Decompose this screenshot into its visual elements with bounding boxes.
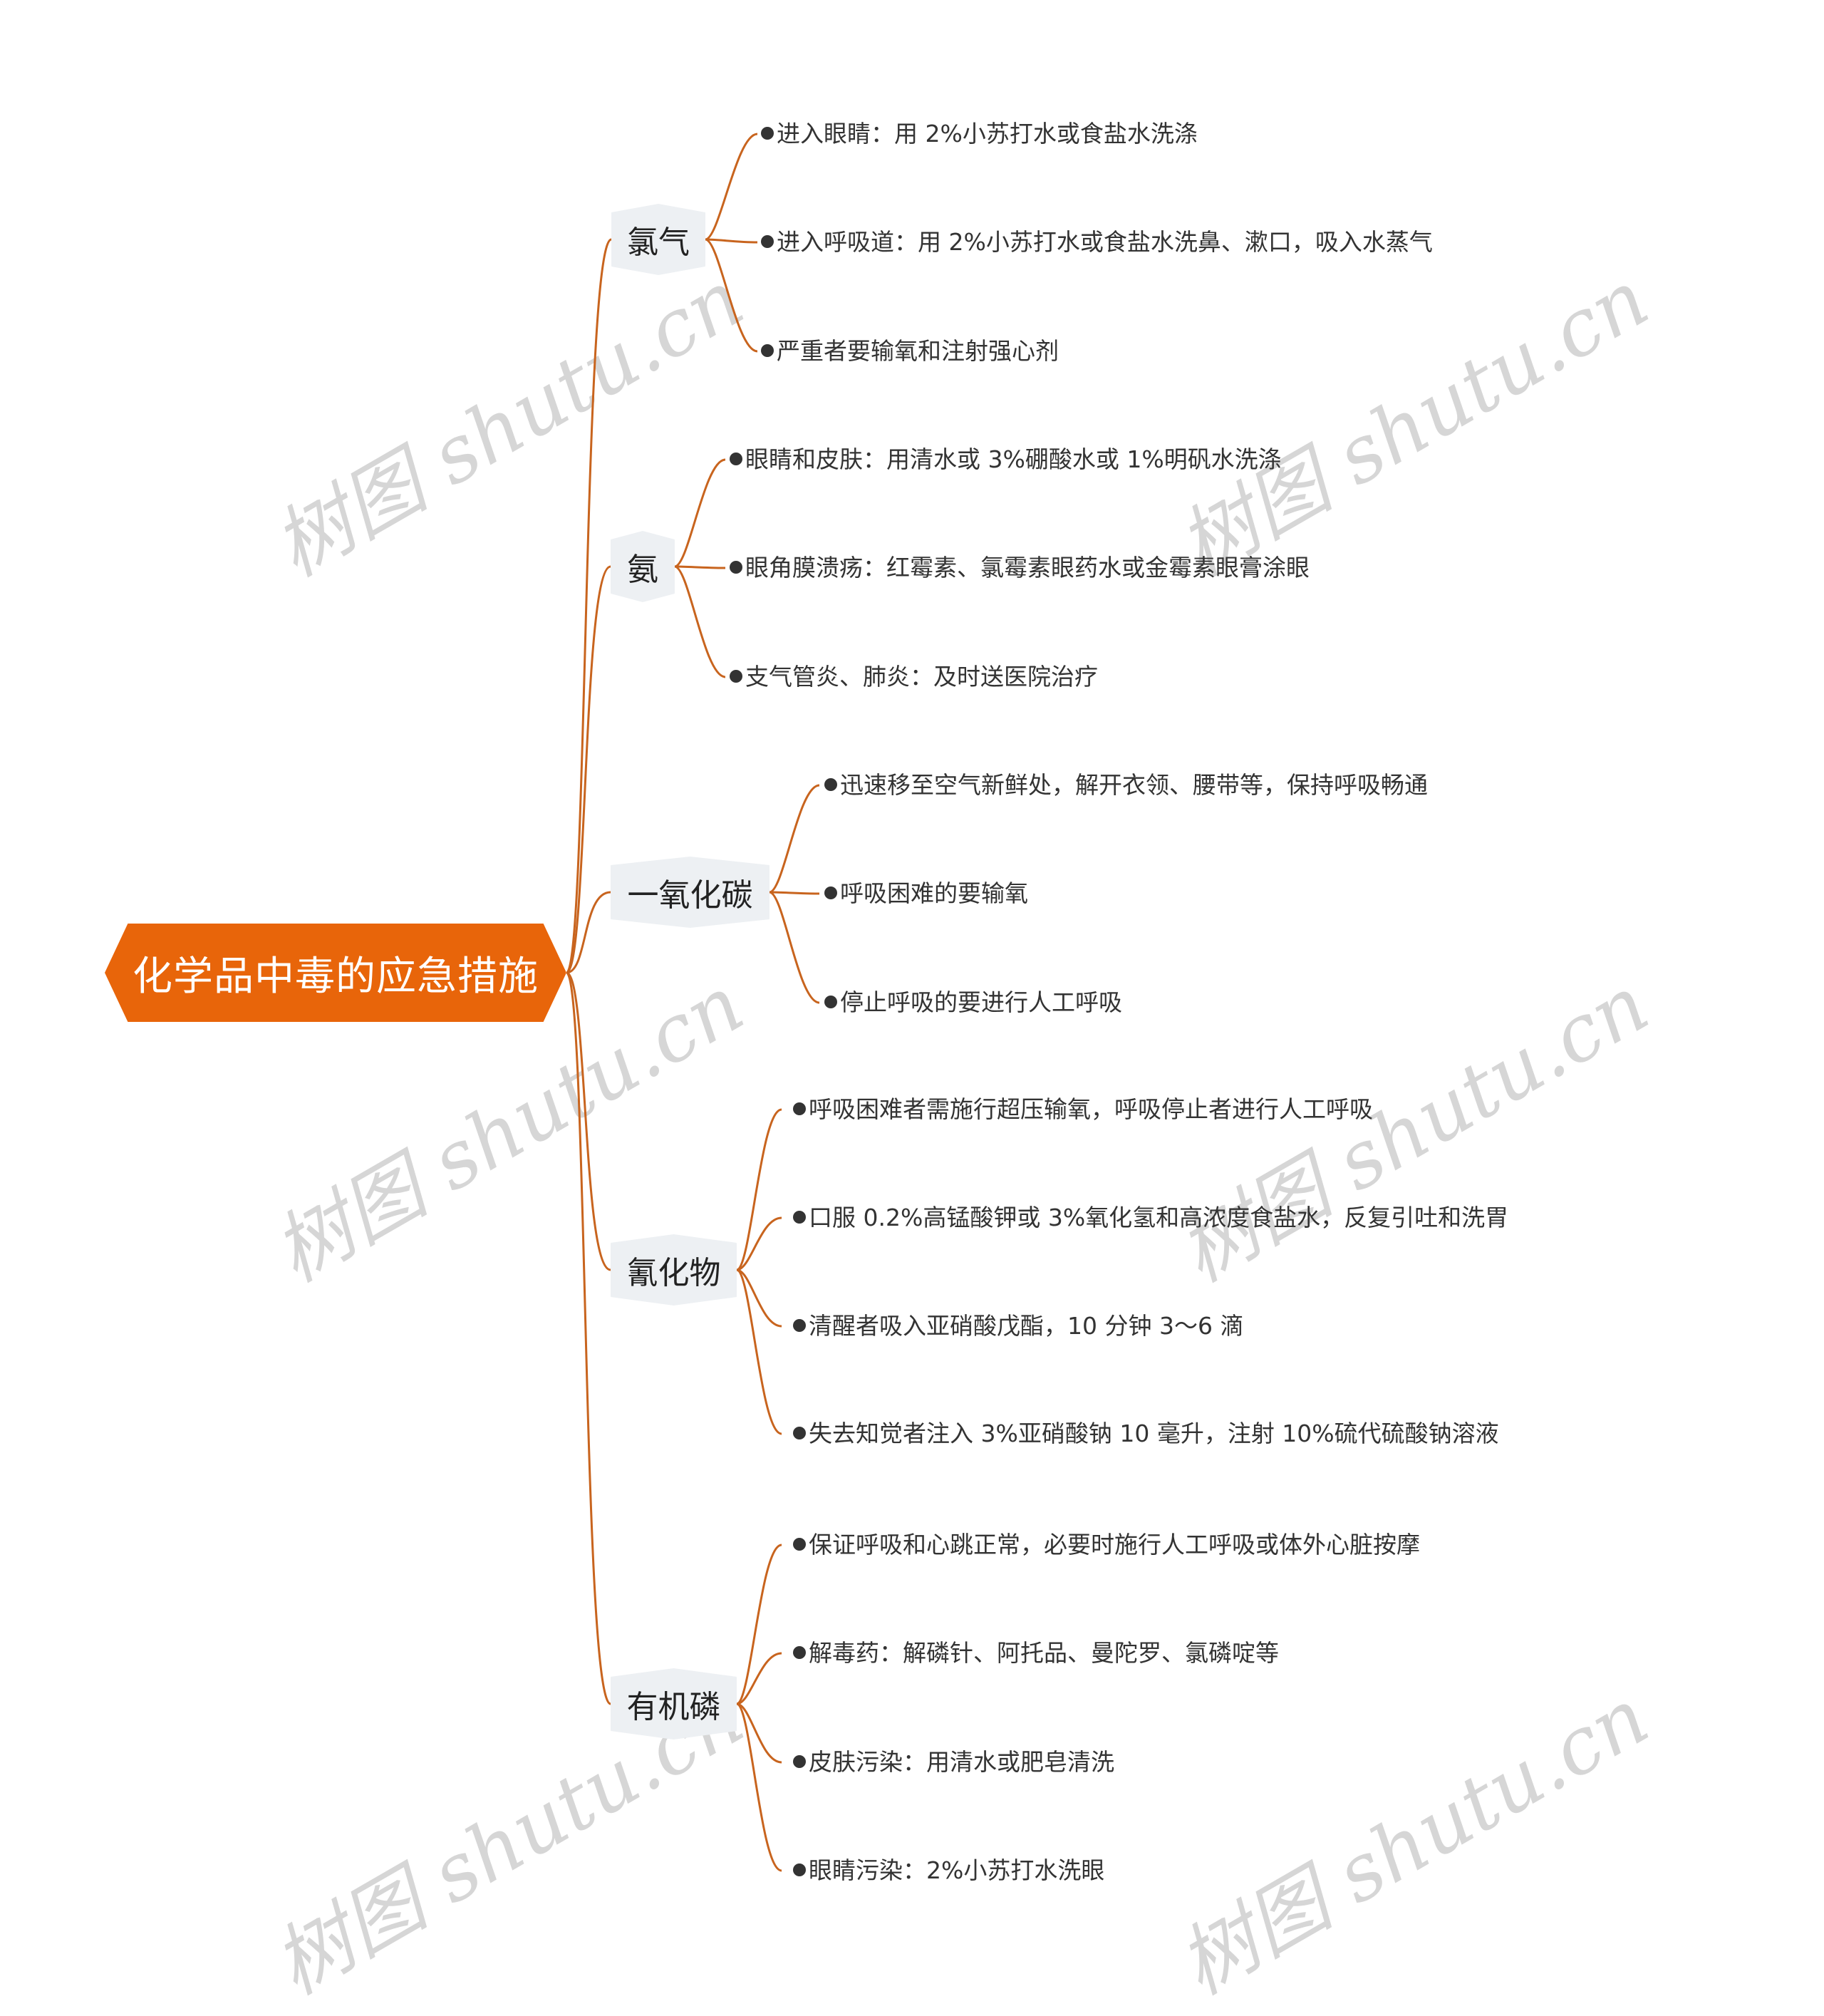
leaf-item[interactable]: 严重者要输氧和注射强心剂 — [761, 334, 1059, 369]
leaf-label: 皮肤污染：用清水或肥皂清洗 — [809, 1748, 1114, 1776]
branch-cyanide[interactable]: 氰化物 — [611, 1234, 737, 1306]
branch-label: 氯气 — [627, 224, 690, 261]
bullet-icon — [761, 126, 774, 140]
bullet-icon — [793, 1426, 806, 1439]
leaf-label: 停止呼吸的要进行人工呼吸 — [840, 988, 1122, 1016]
bullet-icon — [793, 1537, 806, 1551]
leaf-connector — [736, 1702, 782, 1764]
bullet-icon — [793, 1210, 806, 1224]
leaf-connector — [769, 784, 820, 894]
bullet-icon — [793, 1754, 806, 1768]
leaf-connector — [736, 1652, 782, 1705]
bullet-icon — [793, 1318, 806, 1332]
bullet-icon — [824, 886, 837, 899]
leaf-label: 呼吸困难者需施行超压输氧，呼吸停止者进行人工呼吸 — [809, 1095, 1373, 1123]
leaf-connector — [674, 458, 726, 568]
leaf-label: 口服 0.2%高锰酸钾或 3%氧化氢和高浓度食盐水，反复引吐和洗胃 — [809, 1204, 1509, 1231]
branch-label: 有机磷 — [626, 1689, 721, 1725]
leaf-item[interactable]: 清醒者吸入亚硝酸戊酯，10 分钟 3～6 滴 — [793, 1308, 1243, 1344]
branch-chlorine[interactable]: 氯气 — [611, 204, 705, 275]
leaf-item[interactable]: 呼吸困难的要输氧 — [824, 876, 1028, 911]
leaf-item[interactable]: 眼睛和皮肤：用清水或 3%硼酸水或 1%明矾水洗涤 — [730, 442, 1282, 477]
root-connector — [565, 971, 612, 1705]
leaf-label: 眼睛污染：2%小苏打水洗眼 — [809, 1856, 1105, 1884]
leaf-label: 清醒者吸入亚硝酸戊酯，10 分钟 3～6 滴 — [809, 1312, 1244, 1340]
leaf-label: 支气管炎、肺炎：及时送医院治疗 — [745, 663, 1098, 691]
root-connector — [566, 891, 611, 974]
leaf-connector — [736, 1108, 782, 1271]
leaf-connector — [736, 1702, 782, 1872]
bullet-icon — [761, 234, 774, 248]
bullet-icon — [730, 452, 742, 465]
bullet-icon — [824, 995, 837, 1008]
leaf-connector — [705, 238, 758, 244]
leaf-label: 呼吸困难的要输氧 — [840, 879, 1028, 907]
leaf-label: 迅速移至空气新鲜处，解开衣领、腰带等，保持呼吸畅通 — [840, 771, 1428, 799]
bullet-icon — [824, 777, 837, 791]
leaf-connector — [736, 1216, 782, 1271]
leaf-label: 眼角膜溃疡：红霉素、氯霉素眼药水或金霉素眼膏涂眼 — [745, 554, 1310, 581]
root-connector — [566, 565, 611, 974]
leaf-connector — [769, 891, 820, 895]
leaf-item[interactable]: 支气管炎、肺炎：及时送医院治疗 — [730, 659, 1098, 695]
leaf-item[interactable]: 迅速移至空气新鲜处，解开衣领、腰带等，保持呼吸畅通 — [824, 767, 1428, 803]
leaf-connector — [674, 565, 726, 569]
bullet-icon — [730, 669, 742, 683]
leaf-connector — [674, 565, 726, 678]
branch-carbon-monoxide[interactable]: 一氧化碳 — [611, 857, 770, 928]
leaf-connector — [769, 891, 820, 1004]
branch-label: 氰化物 — [626, 1255, 721, 1291]
leaf-label: 进入眼睛：用 2%小苏打水或食盐水洗涤 — [777, 120, 1198, 148]
leaf-label: 严重者要输氧和注射强心剂 — [777, 337, 1059, 365]
bullet-icon — [730, 560, 742, 574]
leaf-label: 失去知觉者注入 3%亚硝酸钠 10 毫升，注射 10%硫代硫酸钠溶液 — [809, 1420, 1499, 1447]
leaf-connector — [736, 1544, 782, 1705]
leaf-label: 保证呼吸和心跳正常，必要时施行人工呼吸或体外心脏按摩 — [809, 1531, 1420, 1558]
leaf-connector — [705, 238, 758, 353]
leaf-item[interactable]: 呼吸困难者需施行超压输氧，呼吸停止者进行人工呼吸 — [793, 1092, 1373, 1127]
leaf-connector — [705, 133, 758, 241]
leaf-item[interactable]: 进入呼吸道：用 2%小苏打水或食盐水洗鼻、漱口，吸入水蒸气 — [761, 224, 1433, 260]
leaf-label: 眼睛和皮肤：用清水或 3%硼酸水或 1%明矾水洗涤 — [745, 445, 1282, 473]
bullet-icon — [793, 1645, 806, 1659]
branch-label: 一氧化碳 — [627, 877, 753, 914]
bullet-icon — [761, 343, 774, 357]
bullet-icon — [793, 1863, 806, 1876]
leaf-label: 进入呼吸道：用 2%小苏打水或食盐水洗鼻、漱口，吸入水蒸气 — [777, 228, 1433, 256]
leaf-item[interactable]: 口服 0.2%高锰酸钾或 3%氧化氢和高浓度食盐水，反复引吐和洗胃 — [793, 1200, 1508, 1236]
branch-organophosphorus[interactable]: 有机磷 — [611, 1668, 737, 1740]
leaf-label: 解毒药：解磷针、阿托品、曼陀罗、氯磷啶等 — [809, 1639, 1279, 1667]
root-topic[interactable]: 化学品中毒的应急措施 — [105, 924, 566, 1022]
leaf-item[interactable]: 皮肤污染：用清水或肥皂清洗 — [793, 1744, 1114, 1780]
leaf-item[interactable]: 解毒药：解磷针、阿托品、曼陀罗、氯磷啶等 — [793, 1635, 1279, 1671]
leaf-item[interactable]: 保证呼吸和心跳正常，必要时施行人工呼吸或体外心脏按摩 — [793, 1527, 1420, 1563]
bullet-icon — [793, 1102, 806, 1115]
leaf-connector — [736, 1268, 782, 1435]
root-connector — [566, 971, 611, 1271]
leaf-item[interactable]: 失去知觉者注入 3%亚硝酸钠 10 毫升，注射 10%硫代硫酸钠溶液 — [793, 1416, 1499, 1452]
leaf-connector — [736, 1268, 782, 1328]
leaf-item[interactable]: 眼角膜溃疡：红霉素、氯霉素眼药水或金霉素眼膏涂眼 — [730, 550, 1310, 586]
leaf-item[interactable]: 停止呼吸的要进行人工呼吸 — [824, 985, 1122, 1020]
root-topic-label: 化学品中毒的应急措施 — [133, 953, 539, 1000]
leaf-item[interactable]: 进入眼睛：用 2%小苏打水或食盐水洗涤 — [761, 116, 1198, 152]
leaf-item[interactable]: 眼睛污染：2%小苏打水洗眼 — [793, 1853, 1104, 1888]
branch-label: 氨 — [627, 552, 658, 588]
root-connector — [565, 238, 613, 974]
branch-ammonia[interactable]: 氨 — [611, 531, 675, 602]
